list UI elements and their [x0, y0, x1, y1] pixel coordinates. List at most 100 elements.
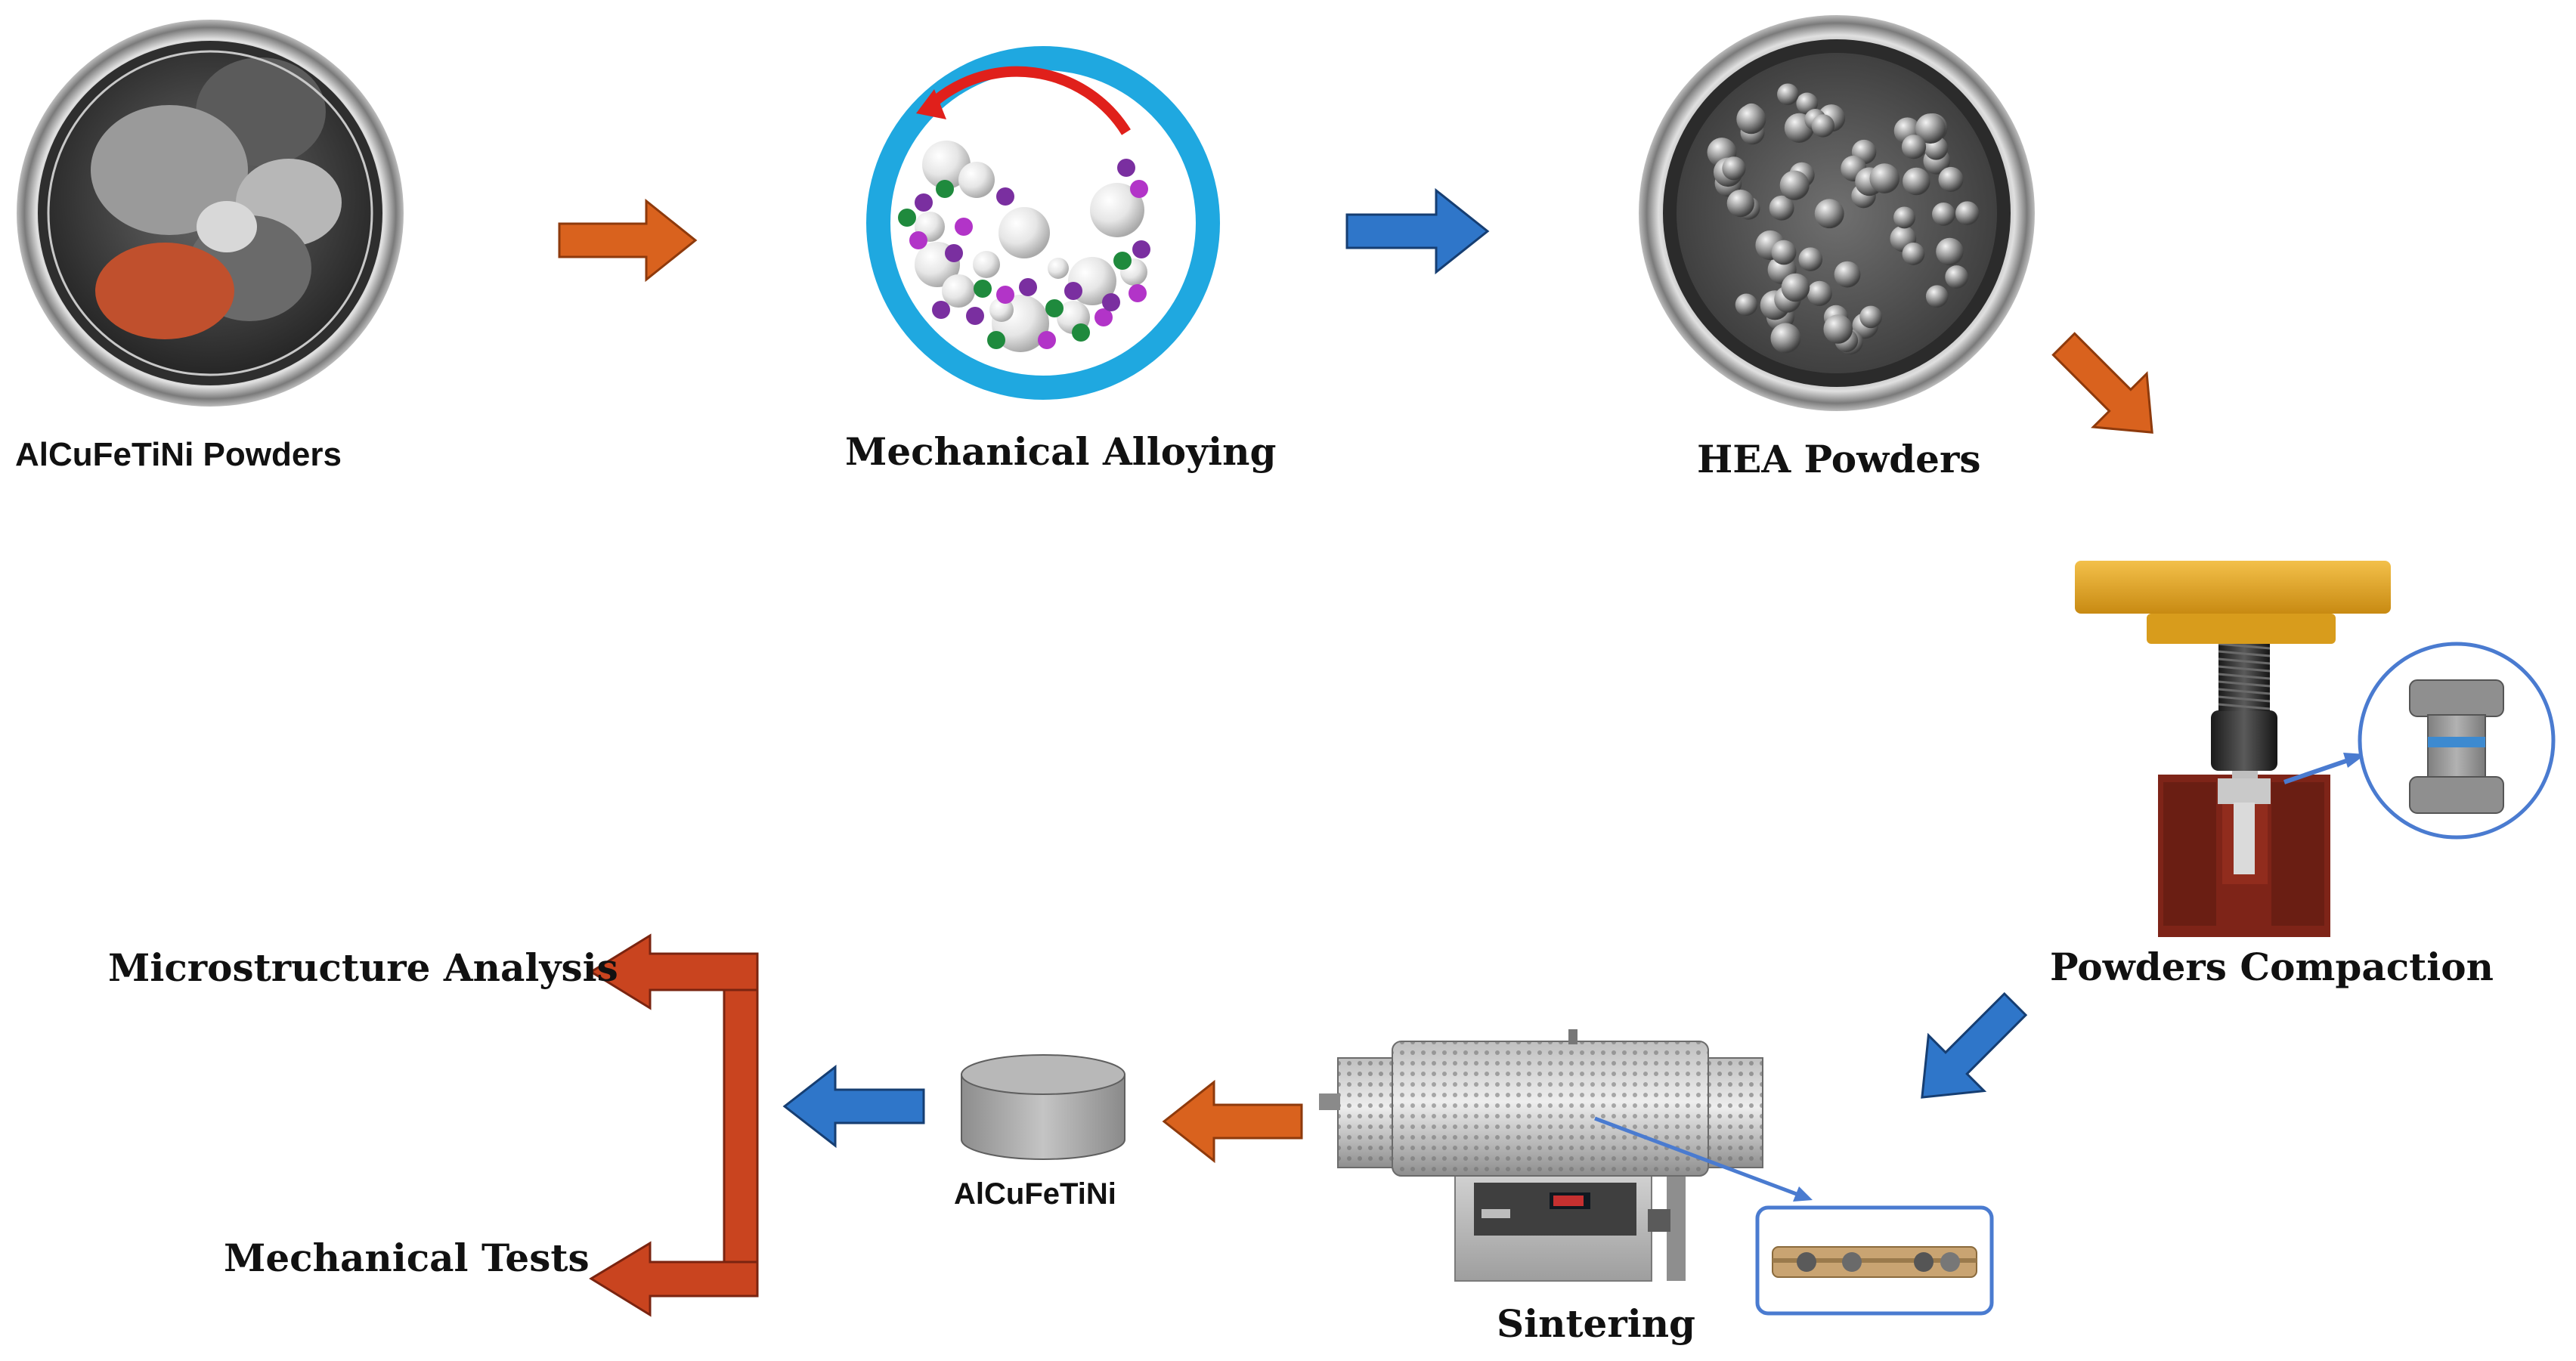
steel-ball-icon — [1726, 189, 1754, 218]
label-sintering: Sintering — [1497, 1301, 1696, 1346]
steel-ball-icon — [1936, 237, 1964, 266]
steel-ball-icon — [1807, 280, 1832, 306]
steel-ball-icon — [1932, 203, 1955, 226]
steel-ball-icon — [1955, 201, 1980, 225]
screw-thread-icon — [2218, 673, 2271, 680]
powder-particle-icon — [987, 331, 1005, 349]
powder-particle-icon — [898, 209, 916, 227]
steel-ball-icon — [1869, 163, 1900, 193]
die-inset — [2283, 642, 2556, 840]
ball-mill-schematic — [866, 46, 1220, 400]
furnace-image — [1319, 1029, 1813, 1282]
branch-bar-icon — [723, 952, 759, 1298]
powder-particle-icon — [1094, 308, 1113, 326]
powder-particle-icon — [1132, 240, 1150, 258]
steel-balls — [1707, 83, 1980, 355]
steel-ball-icon — [1777, 83, 1799, 105]
powder-heap-cu-icon — [95, 243, 234, 339]
milling-ball-icon — [958, 162, 995, 198]
milling-ball-icon — [942, 274, 975, 308]
arrow-left-icon — [782, 1064, 925, 1149]
label-hea-powders: HEA Powders — [1697, 437, 1981, 481]
powder-particle-icon — [1130, 180, 1148, 198]
steel-ball-icon — [1859, 305, 1882, 329]
powder-particle-icon — [936, 180, 954, 198]
screw-thread-icon — [2218, 688, 2271, 695]
steel-ball-icon — [1893, 206, 1915, 229]
screw-thread-icon — [2218, 703, 2271, 710]
powder-particle-icon — [996, 187, 1014, 206]
hea-jar-image — [1639, 15, 2035, 411]
powder-particle-icon — [909, 231, 927, 249]
steel-ball-icon — [1814, 199, 1844, 229]
arrow-right-icon — [558, 198, 698, 283]
powder-particle-icon — [1072, 323, 1090, 342]
powders-jar-image — [17, 20, 404, 407]
steel-ball-icon — [1945, 265, 1968, 289]
press-image — [2075, 561, 2391, 937]
screw-thread-icon — [2218, 665, 2271, 673]
arrow-right-icon — [1345, 187, 1490, 275]
steel-ball-icon — [1925, 285, 1949, 308]
screw-thread-icon — [2218, 657, 2271, 665]
powder-particle-icon — [1038, 331, 1056, 349]
steel-ball-icon — [1781, 273, 1810, 302]
arrow-down-left-icon — [1921, 991, 2028, 1099]
steel-ball-icon — [1722, 156, 1746, 181]
powder-particle-icon — [1102, 293, 1120, 311]
steel-ball-icon — [1779, 170, 1810, 200]
powder-particle-icon — [966, 307, 984, 325]
sample-boat-inset — [1755, 1205, 1994, 1316]
milling-ball-icon — [1048, 258, 1069, 279]
arrow-down-right-icon — [2051, 332, 2153, 434]
steel-ball-icon — [1901, 135, 1927, 159]
screw-thread-icon — [2218, 695, 2271, 703]
powder-heap-ni-icon — [197, 201, 257, 252]
steel-ball-icon — [1771, 240, 1797, 265]
screw-thread-icon — [2218, 650, 2271, 657]
label-powders-compaction: Powders Compaction — [2050, 945, 2494, 989]
powder-particle-icon — [945, 244, 963, 262]
powder-particle-icon — [1129, 284, 1147, 302]
press-platen-icon — [2075, 561, 2391, 614]
steel-ball-icon — [1938, 166, 1964, 192]
powder-particle-icon — [1045, 299, 1064, 317]
sample-cylinder-image — [961, 1054, 1125, 1160]
steel-ball-icon — [1823, 314, 1853, 344]
label-microstructure-analysis: Microstructure Analysis — [108, 945, 618, 990]
steel-ball-icon — [1736, 104, 1766, 135]
steel-ball-icon — [1834, 261, 1861, 288]
powder-particle-icon — [996, 286, 1014, 304]
label-mechanical-tests: Mechanical Tests — [224, 1236, 590, 1280]
powder-particle-icon — [1117, 159, 1135, 177]
milling-ball-icon — [1090, 183, 1144, 237]
steel-ball-icon — [1902, 242, 1925, 265]
rotation-arrow-icon — [926, 66, 1131, 135]
milling-ball-icon — [999, 207, 1050, 258]
powder-particle-icon — [955, 218, 973, 236]
powder-heap-ti-icon — [91, 105, 248, 235]
milling-ball-icon — [989, 298, 1014, 322]
powder-particles — [898, 159, 1150, 349]
press-ram-icon — [2211, 710, 2277, 771]
powder-particle-icon — [1019, 278, 1037, 296]
steel-ball-icon — [1770, 323, 1801, 354]
milling-ball-icon — [922, 141, 971, 189]
label-sample: AlCuFeTiNi — [954, 1177, 1116, 1211]
powder-layer-icon — [2428, 737, 2485, 747]
label-mechanical-alloying: Mechanical Alloying — [845, 429, 1277, 474]
screw-thread-icon — [2218, 680, 2271, 688]
branch-arrows — [589, 933, 759, 1317]
powder-particle-icon — [915, 193, 933, 212]
steel-ball-icon — [1769, 195, 1794, 221]
label-powders: AlCuFeTiNi Powders — [15, 436, 342, 473]
screw-thread-icon — [2218, 642, 2271, 650]
powder-particle-icon — [932, 301, 950, 319]
steel-ball-icon — [1915, 113, 1946, 144]
steel-ball-icon — [1735, 293, 1758, 316]
powder-particle-icon — [1113, 252, 1132, 270]
arrow-to-microstructure-icon — [589, 933, 759, 1010]
powder-particle-icon — [1064, 282, 1082, 300]
